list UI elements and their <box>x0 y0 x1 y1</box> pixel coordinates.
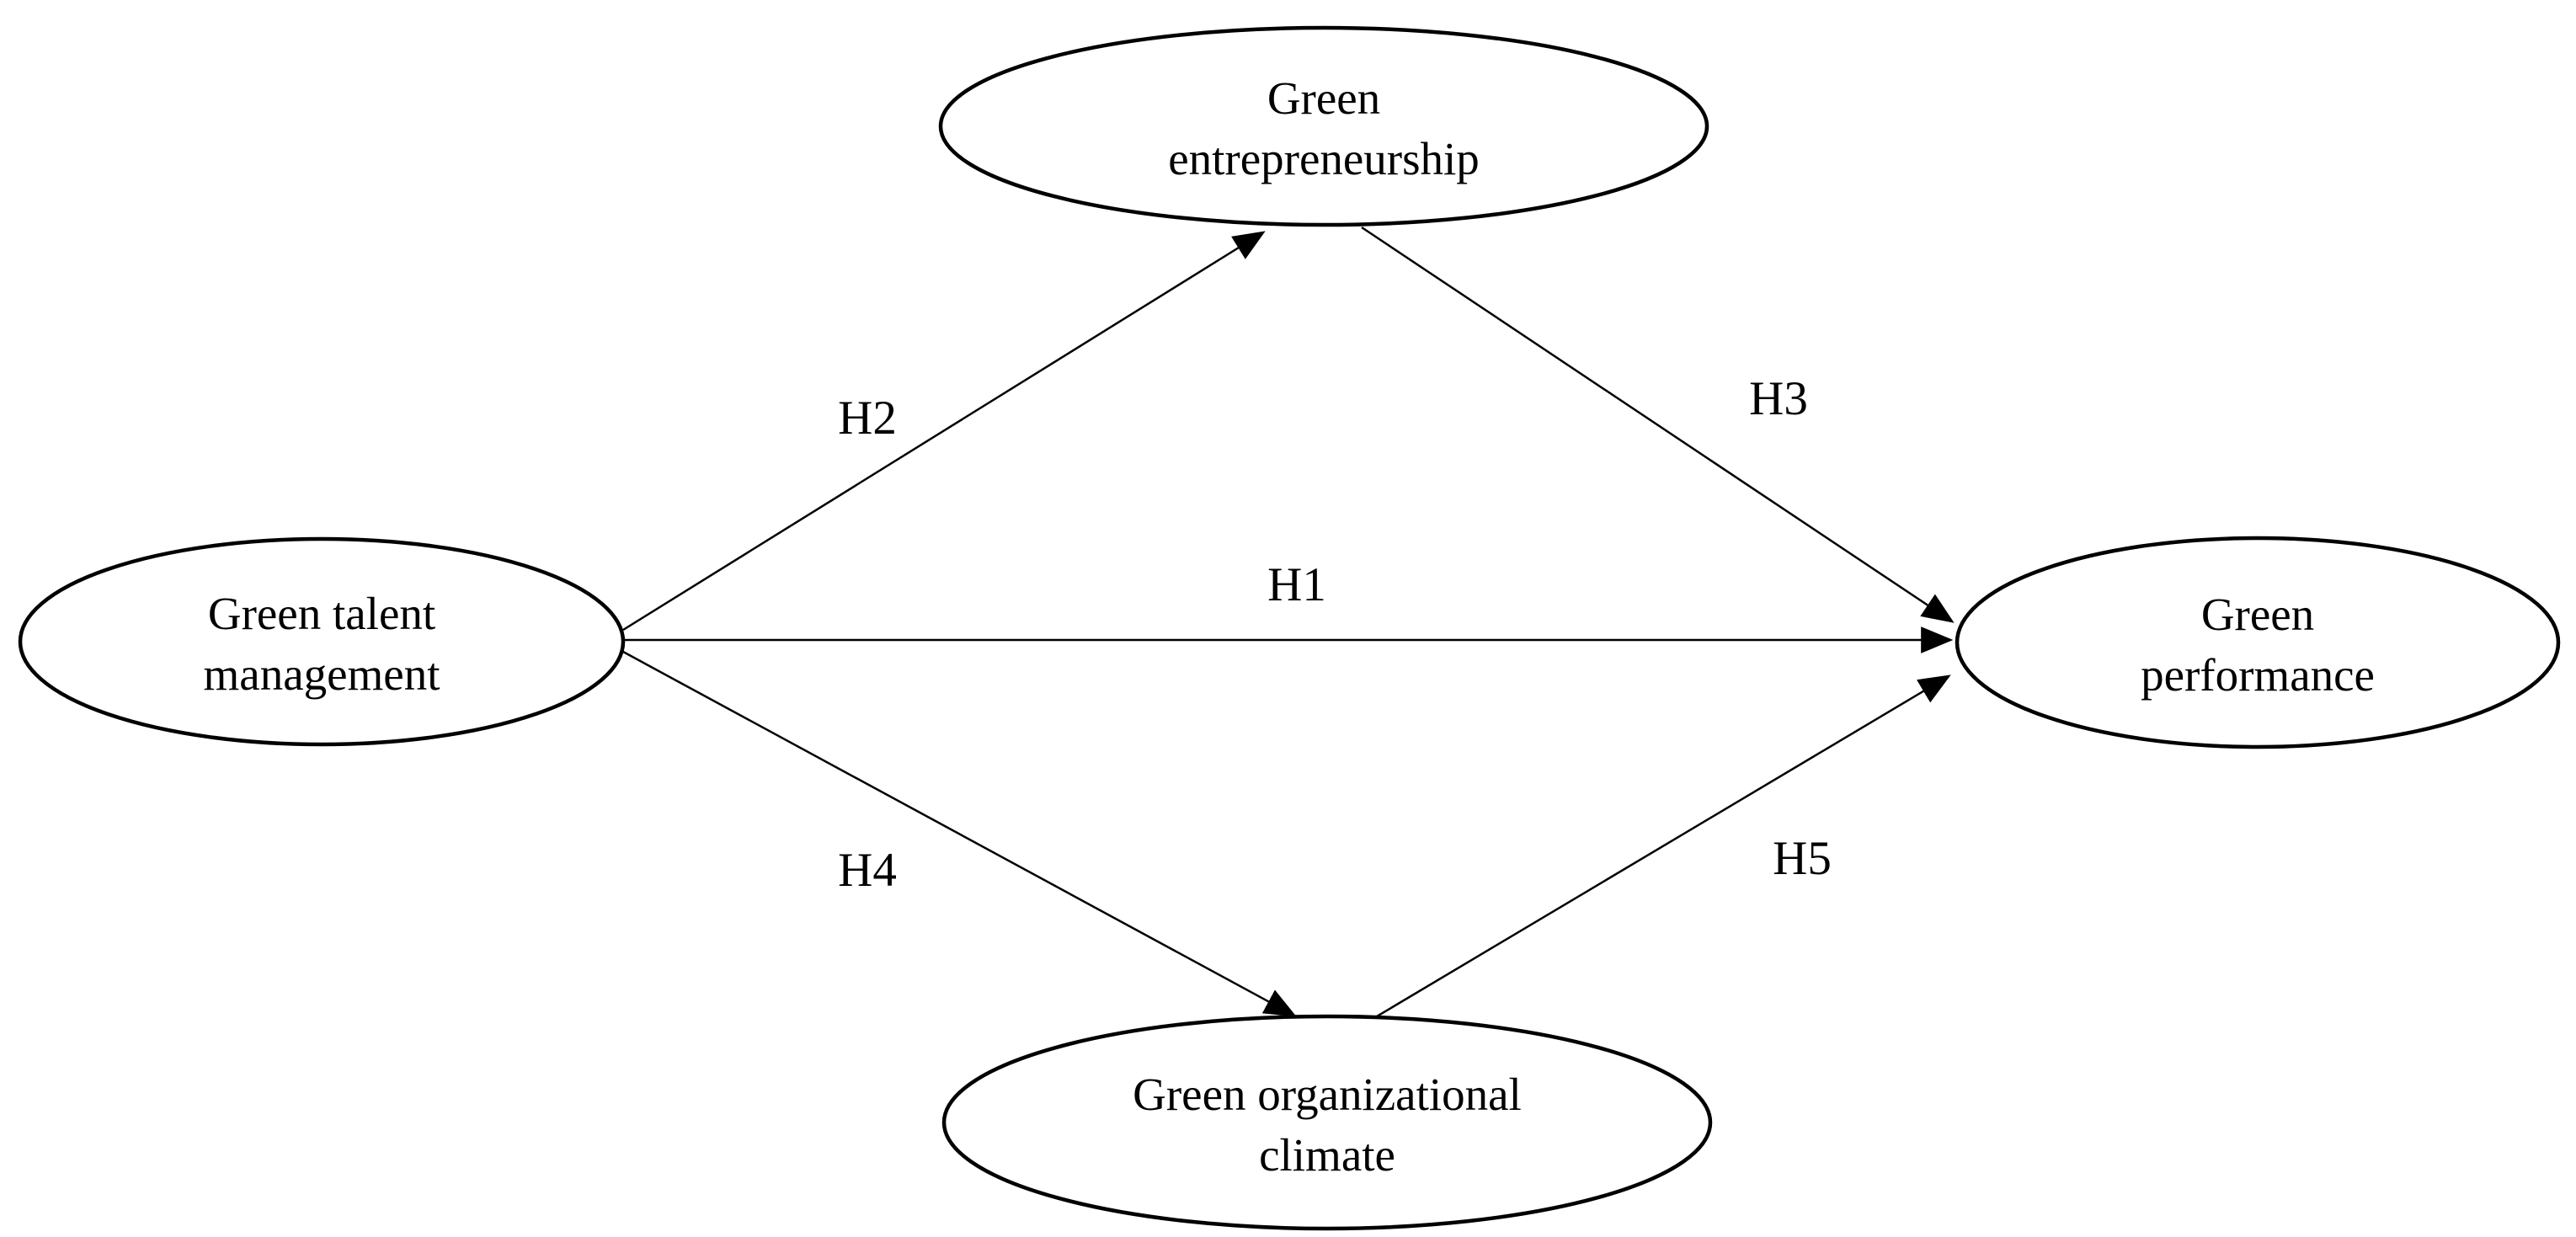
edge-label-h5: H5 <box>1773 832 1832 885</box>
node-green-performance: Green performance <box>1955 536 2561 749</box>
edge-line-h5 <box>1372 674 1951 1021</box>
node-label-green-organizational-climate-line2: climate <box>1259 1129 1395 1181</box>
node-ellipse-green-entrepreneurship <box>938 25 1709 227</box>
node-label-green-entrepreneurship-line1: Green <box>1267 72 1380 124</box>
node-label-green-performance-line2: performance <box>2141 649 2375 701</box>
node-ellipse-green-talent-management <box>18 536 626 747</box>
node-label-green-performance-line1: Green <box>2201 589 2314 640</box>
node-label-green-talent-management-line1: Green talent <box>208 588 435 639</box>
edge-label-h2: H2 <box>838 392 897 445</box>
edge-label-h3: H3 <box>1749 372 1808 425</box>
edge-label-h4: H4 <box>838 844 897 897</box>
edge-line-h2 <box>622 231 1266 632</box>
edge-label-h1: H1 <box>1267 558 1326 611</box>
node-ellipse-green-performance <box>1955 536 2561 749</box>
edge-line-h4 <box>622 650 1297 1017</box>
node-green-organizational-climate: Green organizational climate <box>941 1014 1713 1231</box>
node-label-green-talent-management-line2: management <box>204 648 440 700</box>
node-label-green-entrepreneurship-line2: entrepreneurship <box>1168 133 1480 184</box>
node-ellipse-green-organizational-climate <box>941 1014 1713 1231</box>
node-green-talent-management: Green talent management <box>18 536 626 747</box>
edge-line-h3 <box>1361 226 1955 623</box>
node-green-entrepreneurship: Green entrepreneurship <box>938 25 1709 227</box>
node-label-green-organizational-climate-line1: Green organizational <box>1133 1069 1522 1120</box>
